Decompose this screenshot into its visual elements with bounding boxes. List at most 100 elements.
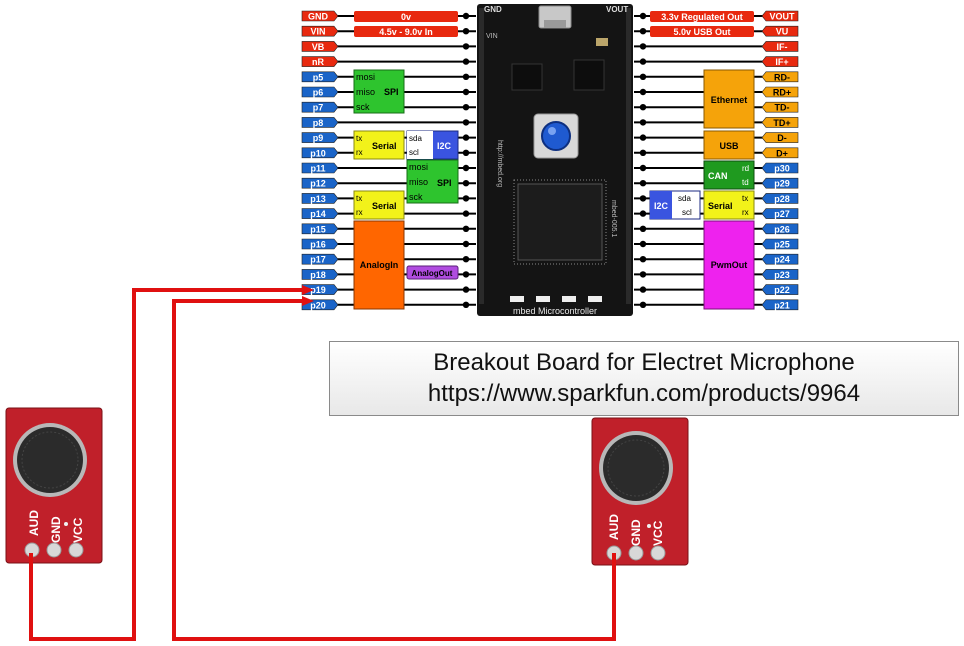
lpc-microcontroller [517, 183, 603, 261]
mic-capsule-left [17, 427, 83, 493]
left-pin-label-p16: p16 [310, 240, 326, 250]
left-pin-dot-vb [462, 43, 470, 50]
microphone-breakout-left: AUD GND VCC [5, 407, 103, 564]
serial2-title: Serial [372, 201, 397, 211]
right-pin-tag-vout [761, 10, 799, 22]
left-pin-dot-p13 [462, 195, 470, 202]
can-rd: rd [742, 164, 749, 173]
left-pin-dot-p18 [462, 271, 470, 278]
left-pin-label-gnd: GND [308, 12, 329, 22]
usb-block [703, 130, 755, 160]
pwm-out-title: PwmOut [711, 260, 748, 270]
right-pin-tag-tdminus [761, 101, 799, 113]
i2c2-title: I2C [654, 201, 669, 211]
spi2-sck: sck [409, 192, 423, 202]
board-vout-label: VOUT [606, 5, 628, 14]
right-pin-label-tdminus: TD- [775, 103, 790, 113]
right-pin-tag-p26 [761, 223, 799, 235]
right-pin-dot-rdminus [639, 73, 647, 81]
serial3-title: Serial [708, 201, 733, 211]
mic-right-vcc: VCC [651, 520, 665, 546]
right-pin-label-tdplus: TD+ [773, 118, 790, 128]
left-pin-label-p18: p18 [310, 270, 326, 280]
left-pin-tag-p16 [301, 238, 339, 250]
left-pin-label-p19: p19 [310, 285, 326, 295]
serial1-title: Serial [372, 141, 397, 151]
left-pin-tag-p7 [301, 101, 339, 113]
right-pin-dot-dminus [639, 134, 647, 141]
caption-url[interactable]: https://www.sparkfun.com/products/9964 [427, 380, 861, 407]
left-pin-label-p17: p17 [310, 255, 326, 265]
wire-left-mic-to-p19 [29, 288, 303, 641]
ethernet-block [703, 69, 755, 129]
right-pin-dot-dplus [639, 149, 647, 156]
right-function-blocks: Ethernet USB CAN rd td Serial tx rx I2C … [649, 69, 755, 310]
left-pin-label-p7: p7 [313, 103, 324, 113]
right-pin-dot-p26 [639, 225, 647, 232]
right-pin-label-dminus: D- [777, 133, 787, 143]
left-pin-dot-p5 [462, 73, 470, 81]
vu-label: 5.0v USB Out [673, 27, 730, 37]
right-pin-dot-vout [639, 12, 647, 20]
right-pin-dot-p30 [639, 164, 647, 172]
serial1-block [353, 130, 405, 160]
spi1-block [353, 69, 405, 114]
right-pin-label-rdplus: RD+ [773, 88, 791, 98]
board-name: mbed Microcontroller [513, 306, 597, 316]
right-pin-dot-p27 [639, 210, 647, 217]
right-pin-dot-tdplus [639, 119, 647, 126]
i2c1-sda: sda [409, 134, 422, 143]
right-pin-label-p21: p21 [774, 300, 790, 310]
spi1-mosi: mosi [356, 72, 375, 82]
can-title: CAN [708, 171, 728, 181]
left-pin-tag-p11 [301, 162, 339, 174]
led-3 [562, 296, 576, 302]
right-pin-dot-p25 [639, 240, 647, 248]
interface-chip [573, 59, 605, 91]
left-pin-label-p11: p11 [310, 164, 325, 174]
right-pin-label-dplus: D+ [776, 148, 788, 158]
serial1-rx: rx [356, 148, 363, 157]
can-td: td [742, 178, 749, 187]
right-pin-tag-p30 [761, 162, 799, 174]
right-pin-tag-p28 [761, 193, 799, 204]
right-pin-label-vu: VU [776, 27, 789, 37]
serial2-tx: tx [356, 194, 362, 203]
left-pin-dot-p14 [462, 210, 470, 217]
spi2-block [406, 159, 459, 204]
right-pin-dot-vu [639, 28, 647, 35]
right-pin-tag-rdplus [761, 86, 799, 98]
left-pin-tag-vb [301, 41, 339, 52]
mic-right-pad-gnd [628, 545, 644, 561]
left-pin-label-vin: VIN [310, 27, 325, 37]
i2c1-title: I2C [437, 141, 452, 151]
mic-left-vcc: VCC [71, 517, 85, 543]
left-pin-tag-gnd [301, 10, 339, 22]
i2c1-pin-area [407, 131, 433, 159]
mic-left-pad-vcc [68, 542, 84, 558]
mic-left-pad-gnd [46, 542, 62, 558]
right-pin-tag-tdplus [761, 117, 799, 128]
mic-right-pad-vcc [650, 545, 666, 561]
right-pin-label-vout: VOUT [769, 12, 795, 22]
mcu-pins [513, 179, 607, 265]
vu-label-box [650, 26, 754, 37]
left-pin-label-p8: p8 [313, 118, 324, 128]
mic-capsule-right [603, 435, 669, 501]
left-pin-dot-p8 [462, 119, 470, 126]
left-pin-label-p20: p20 [310, 300, 326, 310]
left-pin-label-p15: p15 [310, 224, 326, 234]
left-pin-dot-p17 [462, 256, 470, 263]
right-pin-label-rdminus: RD- [774, 72, 790, 82]
left-pin-label-p5: p5 [313, 72, 324, 82]
serial1-tx: tx [356, 134, 362, 143]
mic-right-gnd: GND [629, 519, 643, 546]
board-url: http://mbed.org [496, 140, 503, 187]
left-pin-dot-p12 [462, 180, 470, 187]
mbed-board: GND VOUT VIN http://mbed.org mbed-005.1 … [477, 4, 633, 316]
wire-right-mic-to-p20 [172, 299, 616, 641]
left-pin-tag-vin [301, 25, 339, 37]
right-header-strip [626, 8, 631, 304]
left-pin-tag-p13 [301, 193, 339, 204]
right-pin-tag-p24 [761, 253, 799, 265]
